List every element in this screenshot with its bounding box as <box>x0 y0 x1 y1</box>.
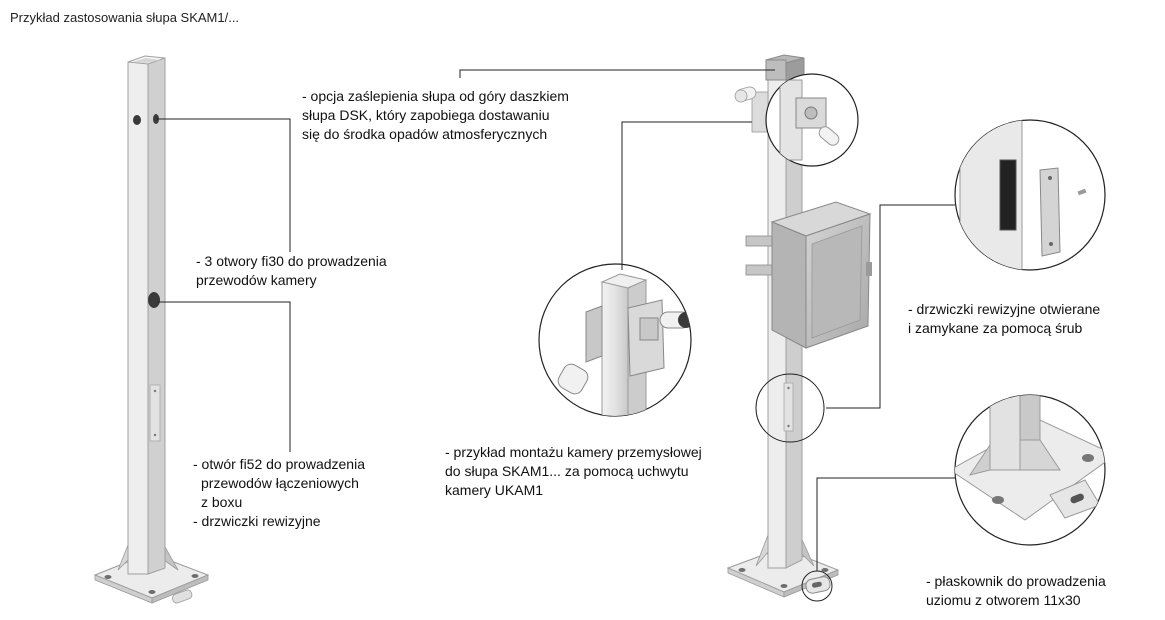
marker-circle-door <box>755 373 825 443</box>
callout-holes-fi30-line-1: - 3 otwory fi30 do prowadzenia <box>196 253 387 269</box>
leader-lines <box>157 69 955 571</box>
callout-hole-fi52: - otwór fi52 do prowadzenia przewodów łą… <box>193 455 365 531</box>
left-pole <box>93 55 210 604</box>
top-camera-mount <box>734 86 769 133</box>
left-hole-fi30-a <box>133 115 141 125</box>
callout-hole-fi52-line-1: - otwór fi52 do prowadzenia <box>193 456 365 472</box>
callout-ground-flat-bar: - płaskownik do prowadzenia uziomu z otw… <box>926 572 1106 610</box>
callout-hole-fi52-line-2: przewodów łączeniowych <box>201 475 359 491</box>
callout-camera-mount-line-1: - przykład montażu kamery przemysłowej <box>445 444 702 460</box>
callout-hole-fi52-line-3: z boxu <box>201 494 243 510</box>
callout-dsk-cap-line-1: - opcja zaślepienia słupa od góry daszki… <box>302 88 569 104</box>
callout-inspection-door: - drzwiczki rewizyjne otwierane i zamyka… <box>908 300 1100 338</box>
junction-box <box>770 201 872 349</box>
callout-holes-fi30: - 3 otwory fi30 do prowadzenia przewodów… <box>196 252 387 290</box>
callout-camera-mount: - przykład montażu kamery przemysłowej d… <box>445 443 702 500</box>
page-title: Przykład zastosowania słupa SKAM1/... <box>10 10 240 25</box>
callout-holes-fi30-line-2: przewodów kamery <box>196 272 317 288</box>
callout-camera-mount-line-3: kamery UKAM1 <box>445 482 544 498</box>
left-hole-fi30-b <box>153 114 159 124</box>
callout-inspection-door-line-1: - drzwiczki rewizyjne otwierane <box>908 301 1101 317</box>
callout-camera-mount-line-2: do słupa SKAM1... za pomocą uchwytu <box>445 463 689 479</box>
callout-ground-flat-bar-line-1: - płaskownik do prowadzenia <box>926 573 1106 589</box>
callout-ground-flat-bar-line-2: uziomu z otworem 11x30 <box>926 592 1081 608</box>
right-pole <box>726 54 872 598</box>
right-inspection-door <box>783 382 794 432</box>
callout-dsk-cap: - opcja zaślepienia słupa od góry daszki… <box>302 87 569 144</box>
callout-inspection-door-line-2: i zamykane za pomocą śrub <box>908 320 1083 336</box>
callout-hole-fi52-line-4: - drzwiczki rewizyjne <box>193 513 321 529</box>
callout-dsk-cap-line-3: się do środka opadów atmosferycznych <box>302 126 548 142</box>
left-inspection-door <box>149 384 161 442</box>
left-hole-fi52 <box>148 292 160 308</box>
callout-dsk-cap-line-2: słupa DSK, który zapobiega dostawaniu <box>302 107 550 123</box>
